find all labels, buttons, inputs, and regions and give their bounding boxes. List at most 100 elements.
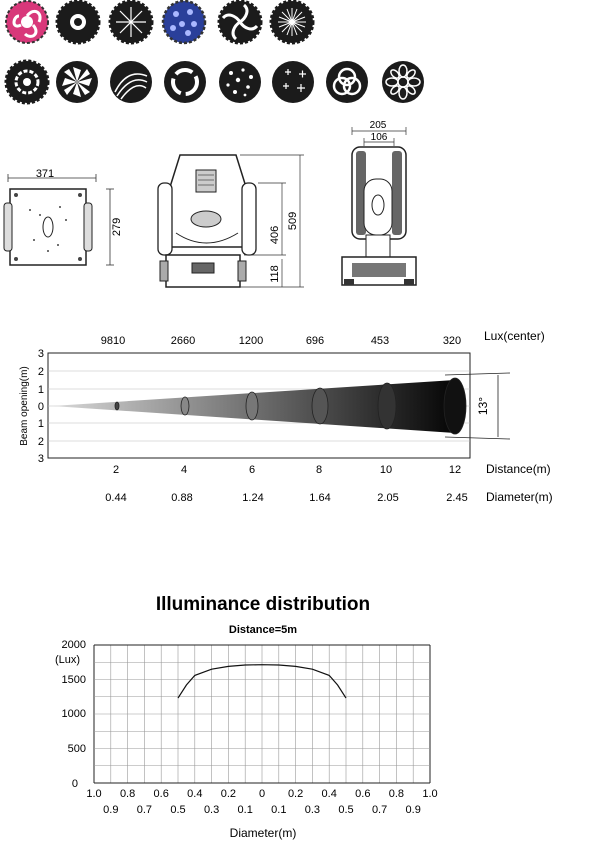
wave-rings-gobo (110, 61, 152, 103)
distance-value: 2 (113, 464, 119, 476)
illuminance-x-ticks-top: 1.0 0.8 0.6 0.4 0.2 0 0.2 0.4 0.6 0.8 1.0 (86, 788, 437, 800)
rose-window-gobo (382, 61, 424, 103)
lux-value: 2660 (171, 335, 195, 347)
diameter-value: 0.44 (105, 492, 126, 504)
illuminance-y-tick: 2000 (62, 639, 86, 651)
beam-y-ticks: 3 2 1 0 1 2 3 (38, 348, 44, 465)
illuminance-x-tick: 0.2 (288, 788, 303, 800)
illuminance-y-tick: 1000 (62, 708, 86, 720)
lux-value: 696 (306, 335, 324, 347)
distance-value: 10 (380, 464, 392, 476)
snowflakes-gobo (272, 61, 314, 103)
illuminance-y-ticks: 2000 1500 1000 500 0 (62, 639, 86, 790)
beam-y-tick: 1 (38, 418, 44, 430)
knot-gobo (326, 61, 368, 103)
distance-values: 2 4 6 8 10 12 (113, 464, 461, 476)
diameter-axis-label: Diameter(m) (486, 490, 553, 504)
illuminance-x-tick: 0.9 (103, 804, 118, 816)
illuminance-x-tick: 0.1 (271, 804, 286, 816)
star-field-gobo (219, 61, 261, 103)
diameter-value: 1.24 (242, 492, 263, 504)
illuminance-x-ticks-bottom: 0.9 0.7 0.5 0.3 0.1 0.1 0.3 0.5 0.7 0.9 (103, 804, 421, 816)
illuminance-x-tick: 0.3 (305, 804, 320, 816)
illuminance-y-tick: 1500 (62, 674, 86, 686)
illuminance-x-tick: 0.6 (355, 788, 370, 800)
illuminance-x-tick: 1.0 (86, 788, 101, 800)
beam-diagram: Lux(center) 9810 2660 1200 696 453 320 1… (19, 329, 553, 504)
radial-burst-gobo (269, 0, 315, 45)
illuminance-y-tick: 0 (72, 778, 78, 790)
side-view-drawing: 205 106 (341, 120, 417, 286)
distance-value: 6 (249, 464, 255, 476)
beam-y-tick: 3 (38, 453, 44, 465)
flower-ring-gobo (4, 59, 50, 105)
blue-dots-gobo (161, 0, 207, 45)
distance-axis-label: Distance(m) (486, 462, 551, 476)
distance-value: 8 (316, 464, 322, 476)
illuminance-x-tick: 0.4 (322, 788, 337, 800)
beam-y-tick: 2 (38, 366, 44, 378)
illuminance-x-tick: 0.5 (338, 804, 353, 816)
illuminance-curve (177, 664, 347, 699)
distance-value: 4 (181, 464, 187, 476)
illuminance-subtitle: Distance=5m (229, 624, 297, 636)
illuminance-x-tick: 0 (259, 788, 265, 800)
diameter-values: 0.44 0.88 1.24 1.64 2.05 2.45 (105, 492, 467, 504)
dimension-drawings: 371 279 509 (3, 120, 417, 288)
illuminance-y-unit: (Lux) (55, 654, 80, 666)
lux-center-label: Lux(center) (484, 329, 545, 343)
illuminance-x-tick: 0.5 (170, 804, 185, 816)
illuminance-grid (93, 644, 431, 784)
illuminance-x-tick: 0.1 (238, 804, 253, 816)
gobo-row-2 (4, 59, 424, 105)
distance-value: 12 (449, 464, 461, 476)
beam-angle-label: 13° (476, 397, 490, 415)
beam-y-tick: 1 (38, 384, 44, 396)
spiral-gobo (217, 0, 263, 45)
front-view-drawing: 509 406 118 (157, 154, 304, 288)
beam-y-tick: 3 (38, 348, 44, 360)
illuminance-x-tick: 1.0 (422, 788, 437, 800)
illuminance-x-tick: 0.6 (154, 788, 169, 800)
illuminance-x-tick: 0.2 (221, 788, 236, 800)
magenta-swirl-gobo (5, 0, 49, 44)
top-view-drawing: 371 279 (3, 168, 123, 266)
base-width-label: 371 (36, 168, 54, 180)
illuminance-x-tick: 0.9 (406, 804, 421, 816)
illuminance-x-tick: 0.8 (120, 788, 135, 800)
broken-ring-gobo (164, 61, 206, 103)
lux-value: 453 (371, 335, 389, 347)
lux-value: 1200 (239, 335, 263, 347)
base-depth-label: 279 (111, 218, 123, 236)
illuminance-y-tick: 500 (68, 743, 86, 755)
illuminance-x-tick: 0.7 (372, 804, 387, 816)
beam-opening-axis-label: Beam opening(m) (19, 366, 30, 445)
total-height-label: 509 (287, 212, 299, 230)
illuminance-x-axis-label: Diameter(m) (230, 826, 297, 840)
base-height-label: 118 (269, 265, 281, 283)
illuminance-x-tick: 0.8 (389, 788, 404, 800)
head-height-label: 406 (269, 226, 281, 244)
beam-y-tick: 2 (38, 436, 44, 448)
illuminance-chart: Illuminance distribution Distance=5m 200… (55, 594, 438, 840)
illuminance-title: Illuminance distribution (156, 594, 370, 615)
dashed-sunburst-gobo (108, 0, 154, 45)
illuminance-x-tick: 0.4 (187, 788, 202, 800)
illuminance-x-tick: 0.3 (204, 804, 219, 816)
beam-y-tick: 0 (38, 401, 44, 413)
illuminance-x-tick: 0.7 (137, 804, 152, 816)
diameter-value: 1.64 (309, 492, 330, 504)
starburst-gobo (55, 0, 101, 45)
diameter-value: 2.45 (446, 492, 467, 504)
lux-values: 9810 2660 1200 696 453 320 (101, 335, 461, 347)
side-width-outer-label: 205 (370, 120, 387, 131)
beam-cross-sections (114, 377, 467, 435)
pinwheel-gobo (56, 61, 98, 103)
lux-value: 320 (443, 335, 461, 347)
lux-value: 9810 (101, 335, 125, 347)
gobo-wheel-panel (4, 0, 424, 105)
diameter-value: 2.05 (377, 492, 398, 504)
gobo-row-1 (5, 0, 315, 45)
diameter-value: 0.88 (171, 492, 192, 504)
side-width-inner-label: 106 (371, 132, 388, 143)
